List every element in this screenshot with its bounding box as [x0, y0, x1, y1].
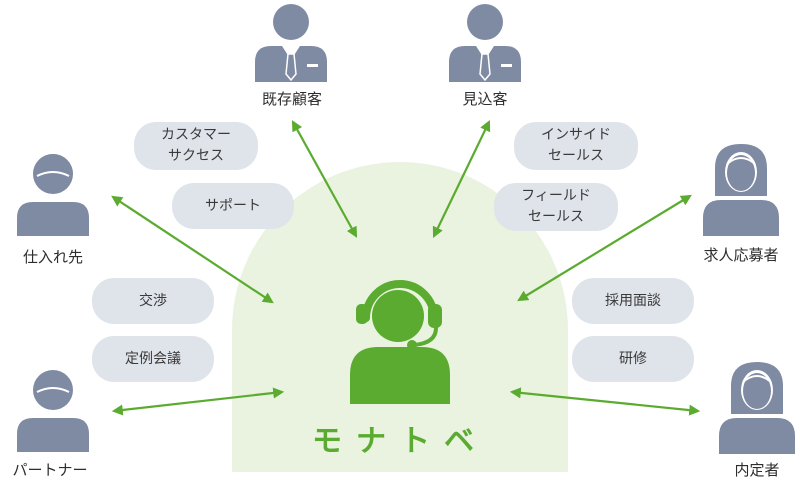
man-icon: [17, 154, 89, 236]
pill-inside-sales: インサイド セールス: [514, 122, 638, 170]
arrow-supplier: [111, 195, 274, 304]
woman-icon: [719, 362, 795, 454]
label-prospect: 見込客: [462, 90, 508, 108]
arrows: [111, 120, 701, 416]
pill-recruit-interview: 採用面談: [572, 278, 694, 324]
center-label: モナトベ: [312, 424, 488, 459]
label-supplier: 仕入れ先: [22, 248, 84, 266]
arrow-offer: [509, 387, 701, 416]
businessman-icon: [449, 4, 521, 82]
pill-negotiation: 交渉: [92, 278, 214, 324]
woman-icon: [703, 144, 779, 236]
man-icon: [17, 370, 89, 452]
arrow-existing: [291, 120, 358, 238]
pill-support: サポート: [172, 183, 294, 229]
arrow-partner: [111, 387, 285, 416]
headset-operator-icon: [350, 280, 450, 404]
businessman-icon: [255, 4, 327, 82]
label-partner: パートナー: [12, 461, 88, 479]
arrow-prospect: [432, 120, 491, 238]
label-applicant: 求人応募者: [703, 246, 779, 264]
pill-customer-success: カスタマー サクセス: [134, 122, 258, 170]
label-offer: 内定者: [734, 461, 780, 479]
pill-regular-meeting: 定例会議: [92, 336, 214, 382]
pill-field-sales: フィールド セールス: [494, 183, 618, 231]
label-existing-customer: 既存顧客: [261, 90, 323, 108]
arrow-applicant: [517, 194, 692, 302]
pill-training: 研修: [572, 336, 694, 382]
